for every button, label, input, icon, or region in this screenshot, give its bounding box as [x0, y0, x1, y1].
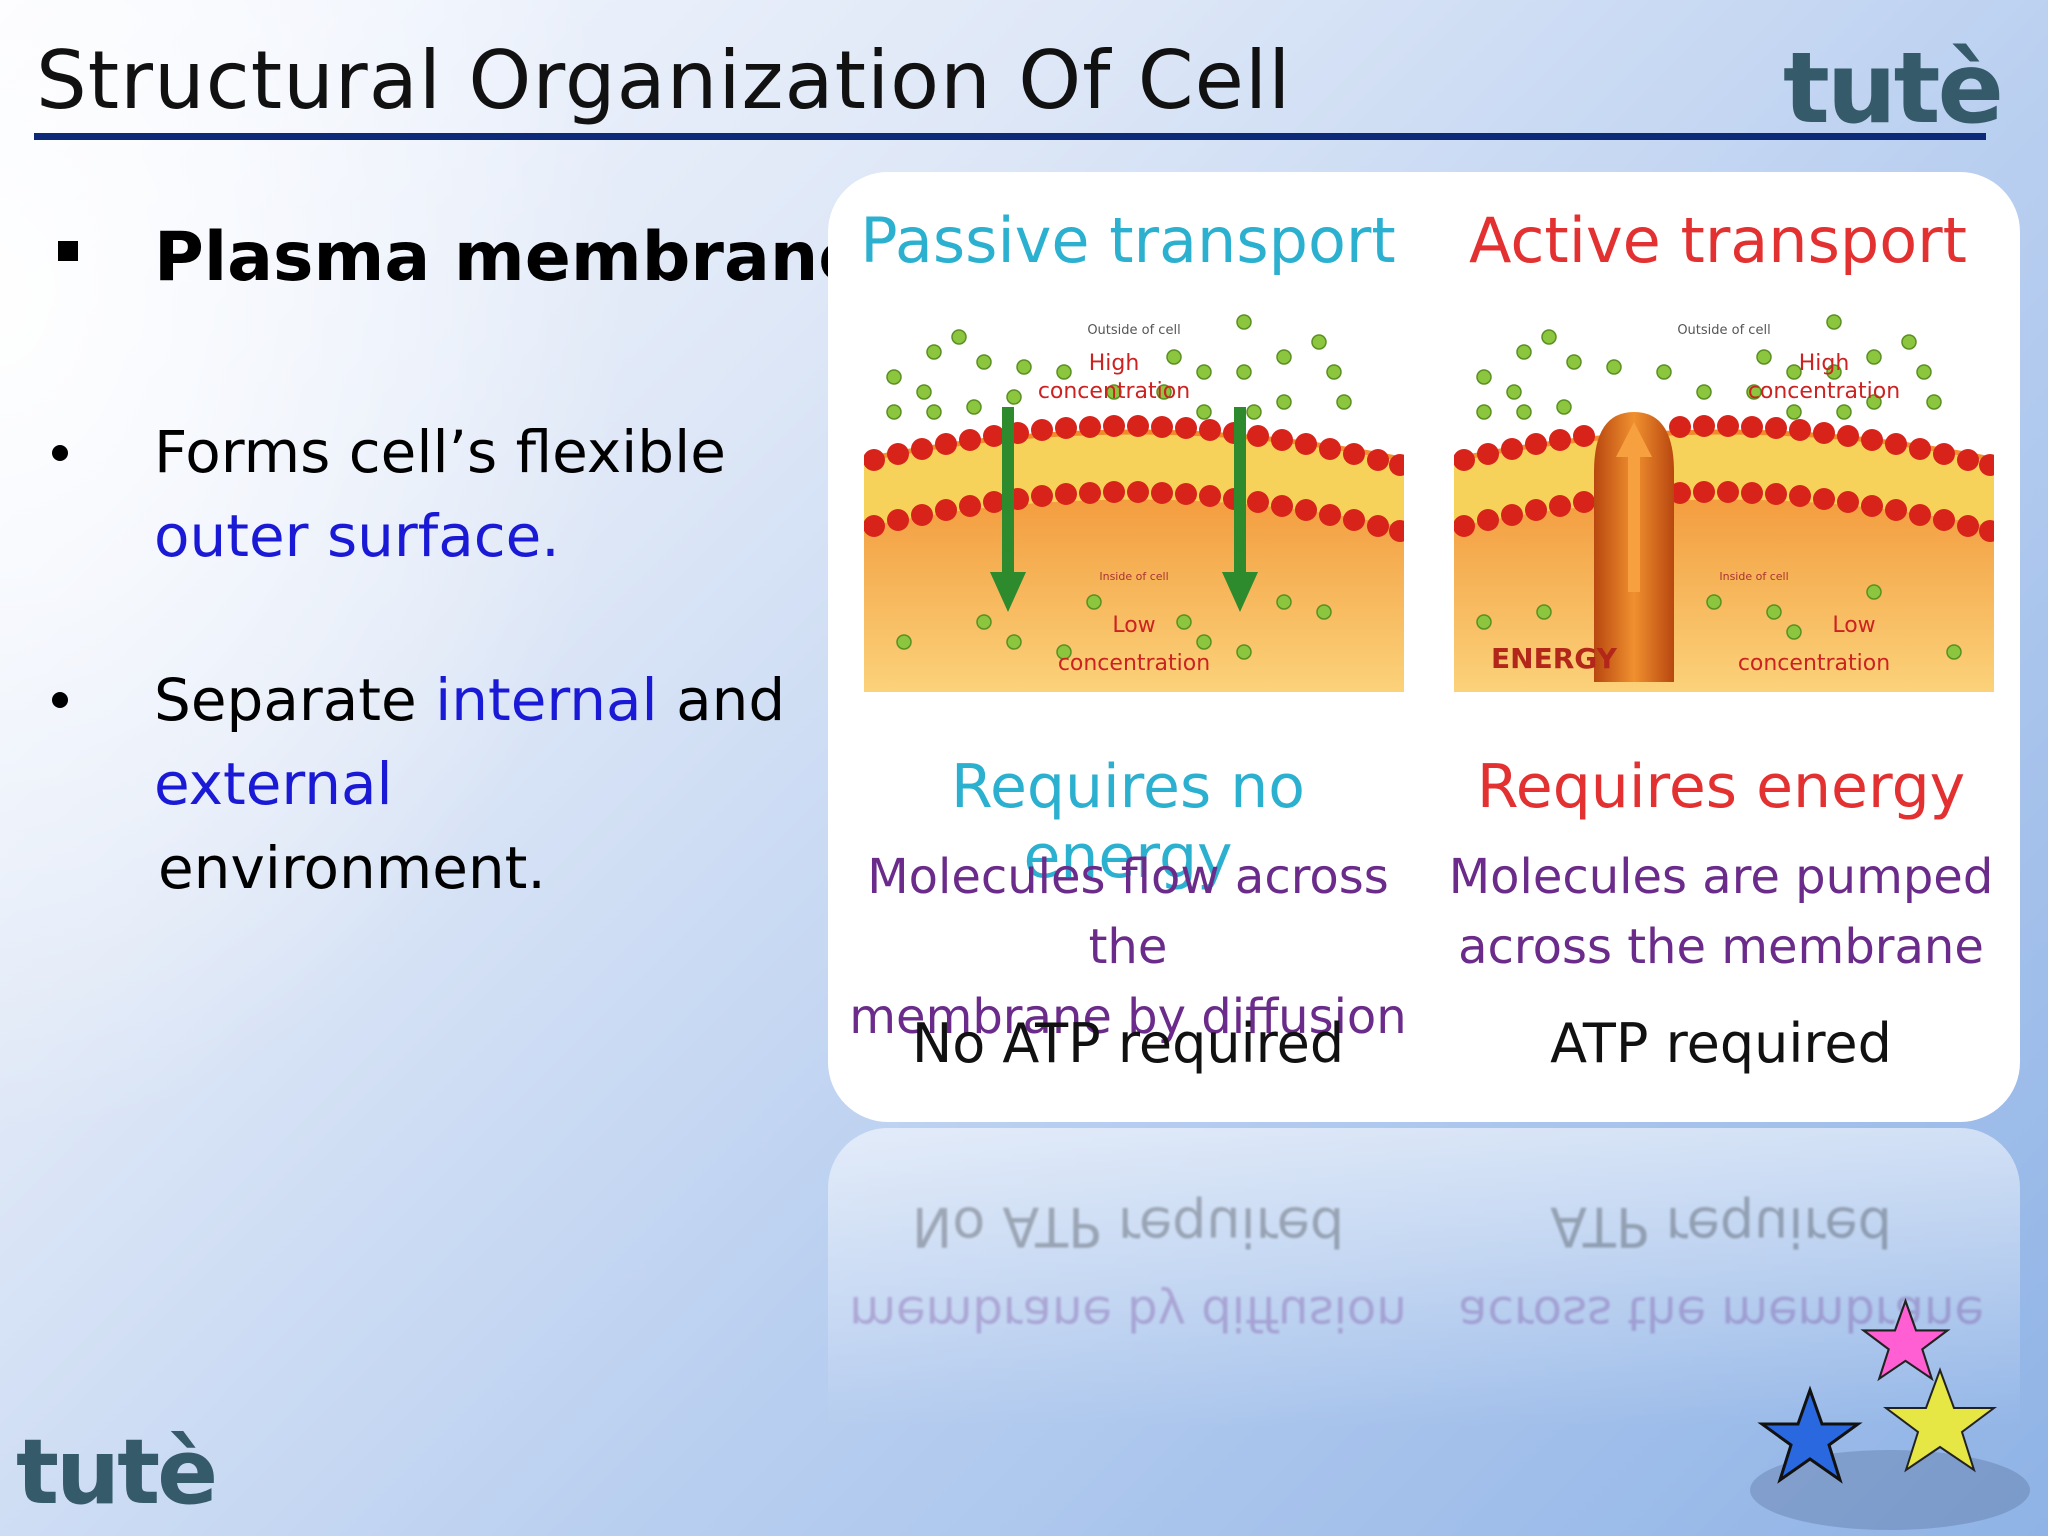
bullet-2-internal: internal: [435, 666, 658, 734]
active-membrane-diagram: Outside of cell High concentration Insid…: [1454, 314, 1994, 692]
logo-top: tutè: [1783, 32, 2004, 146]
passive-description: Molecules flow across the membrane by di…: [838, 842, 1418, 1052]
active-description: Molecules are pumped across the membrane: [1431, 842, 2011, 982]
active-low-label: Low: [1832, 613, 1875, 638]
bullet-1: Forms cell’s flexible outer surface.: [154, 410, 794, 578]
bullet-2: Separate internal and external environme…: [154, 658, 794, 910]
passive-requirement: Requires no energy: [950, 752, 1306, 892]
reflection-passive-desc: membrane by diffusion: [849, 1285, 1407, 1341]
card-reflection: No ATP required ATP required membrane by…: [828, 1128, 2020, 1428]
active-desc-line1: Molecules are pumped: [1448, 849, 1994, 905]
bullet-2-environment: environment.: [158, 834, 546, 902]
passive-high-label: High: [1089, 351, 1140, 376]
active-title: Active transport: [1469, 204, 1967, 277]
stars-decoration-icon: [1750, 1297, 2030, 1530]
passive-low-label: Low: [1112, 613, 1155, 638]
transport-card: Passive transport Active transport Outsi…: [828, 172, 2020, 1122]
slide-title: Structural Organization Of Cell: [36, 34, 1292, 127]
reflection-passive-atp: No ATP required: [911, 1195, 1345, 1258]
heading-plasma-membrane: Plasma membrane: [154, 218, 865, 297]
passive-atp: No ATP required: [911, 1012, 1345, 1075]
active-outside-label: Outside of cell: [1677, 323, 1770, 338]
bullet-2-external: external: [154, 750, 393, 818]
active-high-label: High: [1799, 351, 1850, 376]
active-high-label2: concentration: [1748, 379, 1900, 404]
passive-desc-line1: Molecules flow across the: [867, 849, 1389, 975]
passive-desc-line2: membrane by diffusion: [849, 989, 1407, 1045]
reflection-active-atp: ATP required: [1550, 1195, 1892, 1258]
passive-membrane-diagram: Outside of cell High concentration Insid…: [864, 314, 1404, 692]
passive-outside-label: Outside of cell: [1087, 323, 1180, 338]
bullet-dot-icon: [52, 692, 68, 708]
bullet-1-line1: Forms cell’s flexible: [154, 418, 726, 486]
title-underline: [34, 133, 1986, 140]
active-requirement: Requires energy: [1476, 752, 1966, 822]
active-desc-line2: across the membrane: [1458, 919, 1984, 975]
bullet-2-and: and: [657, 666, 786, 734]
passive-title: Passive transport: [860, 204, 1396, 277]
bullet-2-pre: Separate: [154, 666, 436, 734]
passive-low-label2: concentration: [1058, 651, 1210, 676]
passive-high-label2: concentration: [1038, 379, 1190, 404]
bullet-dot-icon: [52, 445, 68, 461]
active-inside-label: Inside of cell: [1719, 570, 1788, 583]
energy-label: ENERGY: [1491, 642, 1618, 675]
logo-bottom: tutè: [16, 1420, 218, 1525]
bullet-2-line1: Separate internal and: [154, 658, 794, 742]
bullet-1-line2: outer surface.: [154, 502, 560, 570]
active-atp: ATP required: [1550, 1012, 1892, 1075]
passive-inside-label: Inside of cell: [1099, 570, 1168, 583]
active-low-label2: concentration: [1738, 651, 1890, 676]
heading-bullet-icon: [58, 241, 78, 261]
